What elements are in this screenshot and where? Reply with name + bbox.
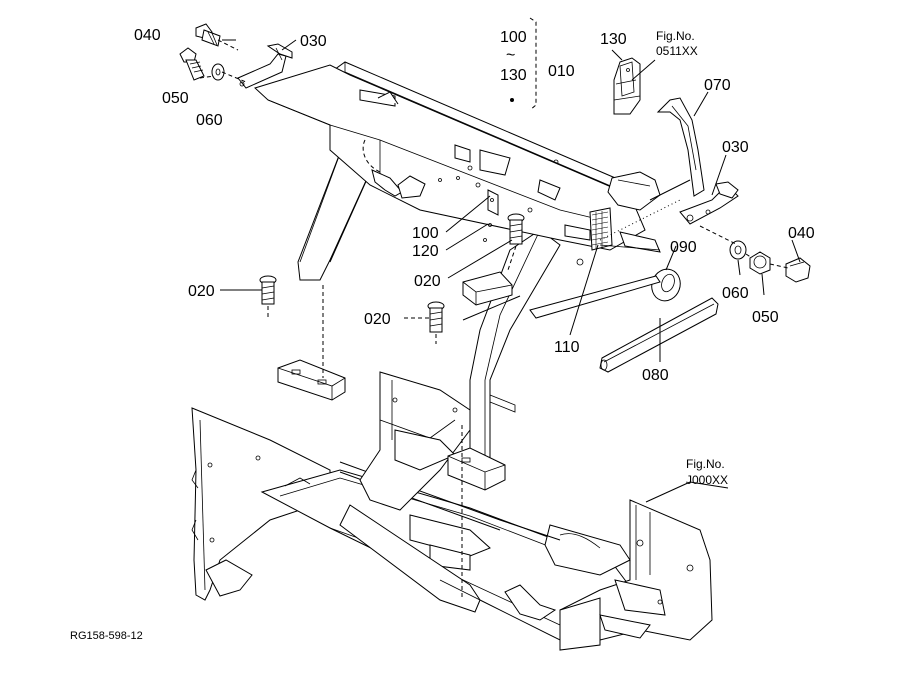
callout-labels: 040 050 060 030 100 ~ 130 010 130 070 03… (70, 27, 815, 642)
pin-030-top-icon (237, 43, 293, 89)
callout-040-top: 040 (134, 27, 161, 44)
callout-030-right: 030 (722, 139, 749, 156)
bar-110-icon (529, 275, 661, 319)
callout-120: 120 (412, 243, 439, 260)
pin-020-low-icon (427, 301, 445, 333)
callout-030-top: 030 (300, 33, 327, 50)
callout-130: 130 (600, 31, 627, 48)
callout-020-mid: 020 (414, 273, 441, 290)
callout-130-end: 130 (500, 67, 527, 84)
callout-070: 070 (704, 77, 731, 94)
pin-020-left-icon (259, 275, 277, 305)
seat-frame-assembly (254, 61, 661, 266)
drawing-code: RG158-598-12 (70, 630, 143, 642)
washer-060-top-icon (211, 63, 225, 81)
fig-ref-bottom-label: Fig.No. (686, 457, 725, 471)
ring-090-icon (651, 268, 681, 302)
callout-100-mid: 100 (412, 225, 439, 242)
callout-060-right: 060 (722, 285, 749, 302)
fig-ref-top-label: Fig.No. (656, 29, 695, 43)
nut-040-right-icon (785, 257, 811, 283)
callout-050-top: 050 (162, 90, 189, 107)
callout-040-right: 040 (788, 225, 815, 242)
callout-110: 110 (554, 339, 580, 356)
pin-030-right-icon (679, 181, 739, 225)
callout-100-start: 100 (500, 29, 527, 46)
callout-020-left: 020 (188, 283, 215, 300)
rod-080-icon (599, 297, 719, 373)
bolt-040-top-icon (195, 23, 221, 47)
callout-010: 010 (548, 63, 575, 80)
callout-range-tilde: ~ (506, 47, 515, 64)
fig-ref-top-code: 0511XX (656, 44, 698, 58)
washer-060-right-icon (729, 240, 747, 260)
pin-020-mid-icon (507, 213, 525, 245)
arm-070-icon (656, 97, 705, 197)
callout-080: 080 (642, 367, 669, 384)
base-frame (191, 371, 713, 651)
callout-060-top: 060 (196, 112, 223, 129)
callout-050-right: 050 (752, 309, 779, 326)
latch-130-icon (613, 57, 641, 115)
callout-090: 090 (670, 239, 697, 256)
bolt-050-right-icon (749, 251, 771, 275)
callout-020-low: 020 (364, 311, 391, 328)
hardware-parts (179, 23, 811, 373)
leader-lines (220, 17, 801, 503)
fig-ref-bottom-code: J000XX (686, 473, 728, 487)
bolt-050-top-icon (179, 47, 205, 81)
